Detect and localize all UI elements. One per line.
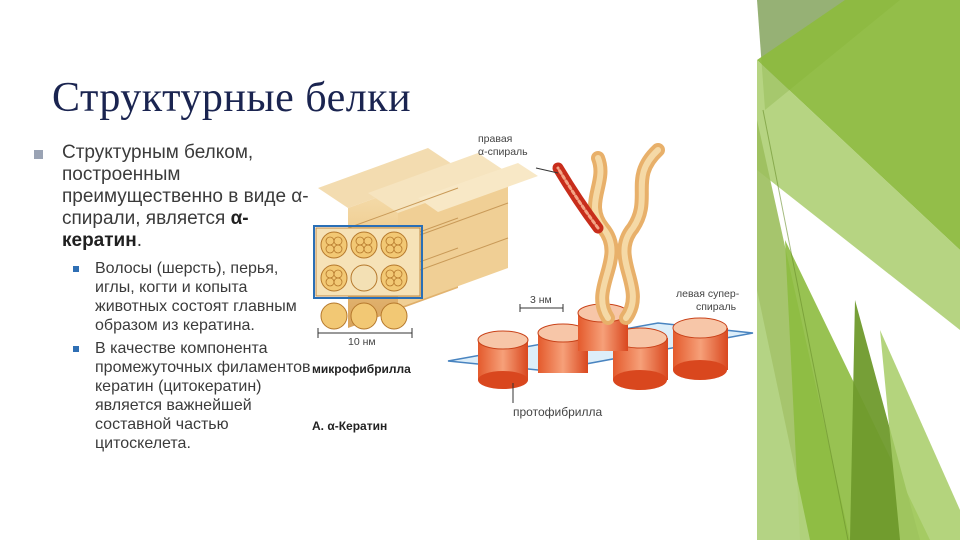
sub-bullet-text: Волосы (шерсть), перья, иглы, когти и ко… xyxy=(95,260,297,334)
alpha-keratin-figure: правая α-спираль левая супер- спираль 3 … xyxy=(308,128,760,458)
keratin-diagram xyxy=(313,143,754,403)
square-bullet-icon xyxy=(34,150,43,159)
label-right-helix: правая xyxy=(478,133,513,145)
figure-caption: А. α-Кератин xyxy=(312,419,388,433)
bullet-bold-text: α-кератин xyxy=(62,208,249,251)
sub-bullet-item: В качестве компонента промежуточных фила… xyxy=(32,339,317,453)
bullet-text-end: . xyxy=(136,230,142,251)
label-3nm: 3 нм xyxy=(530,294,552,306)
sub-bullet-text: В качестве компонента промежуточных фила… xyxy=(95,340,311,452)
label-right-helix-2: α-спираль xyxy=(478,146,528,158)
label-10nm: 10 нм xyxy=(348,336,376,348)
coiled-coil-strands xyxy=(552,143,665,325)
slide-body: Структурным белком, построенным преимуще… xyxy=(32,142,317,457)
label-left-superhelix: левая супер- xyxy=(676,288,740,300)
sub-bullet-item: Волосы (шерсть), перья, иглы, когти и ко… xyxy=(32,259,317,335)
square-bullet-icon xyxy=(73,266,79,272)
label-microfibril: микрофибрилла xyxy=(312,362,411,376)
bullet-text: Структурным белком, построенным преимуще… xyxy=(62,142,309,229)
sub-bullet-list: Волосы (шерсть), перья, иглы, когти и ко… xyxy=(32,259,317,453)
slide-title: Структурные белки xyxy=(52,75,412,121)
bullet-item-alpha-keratin: Структурным белком, построенным преимуще… xyxy=(32,142,317,252)
label-left-superhelix-2: спираль xyxy=(696,301,737,313)
label-protofibril: протофибрилла xyxy=(513,405,603,419)
square-bullet-icon xyxy=(73,346,79,352)
microfibril-bundle xyxy=(313,148,538,338)
